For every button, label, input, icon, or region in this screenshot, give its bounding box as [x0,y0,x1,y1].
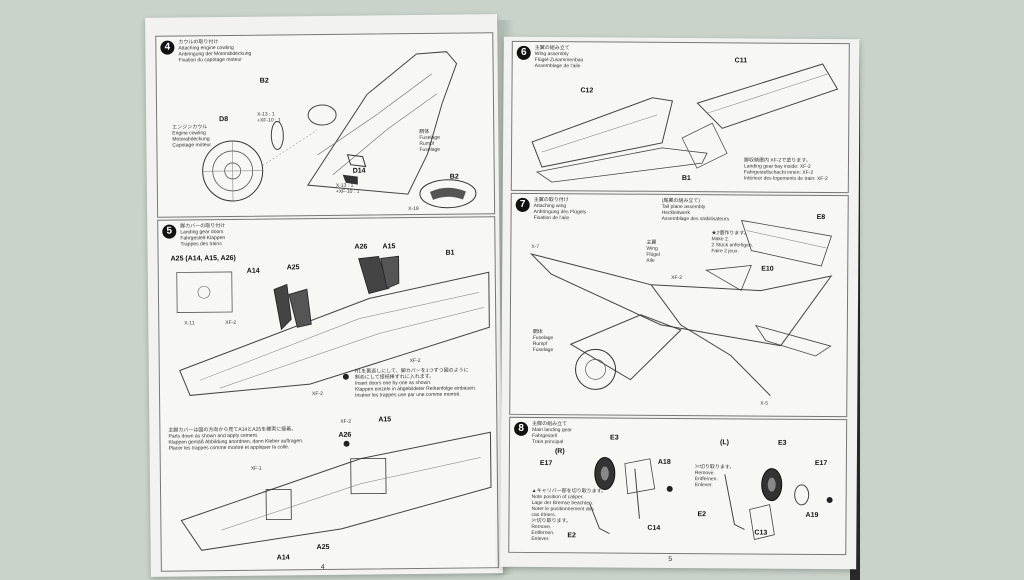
step4-drawing [202,51,477,209]
part-label-r: (R) [554,448,565,456]
right-page-number: 5 [668,555,673,563]
label-xf1: XF-1 [250,465,262,472]
left-page: 4 カウルの取り付け Attaching engine cowling Anbr… [145,14,503,577]
label-xf2: XF-2 [225,319,237,327]
part-label-e8: E8 [816,213,826,222]
part-label-e17: E17 [539,460,553,468]
step7-drawing [529,219,833,396]
part-label-a14-lower: A14 [276,554,290,562]
part-label-d14: D14 [352,167,366,175]
step8-note-remove: ✂切り取ります。 Remove. Entfernen. Enlever. [531,517,572,543]
part-label-e17b: E17 [814,459,828,468]
part-label-a26-lower: A26 [338,431,352,439]
step6-note: 脚収納庫内 XF-2で塗ります。 Landing gear bay inside… [743,157,828,183]
step8-note-hole: ▲キャリバー部を切り取ります。 Note position of caliper… [531,487,607,519]
part-label-a15-lower: A15 [378,416,392,424]
part-label-l: (L) [720,439,730,447]
step5-note1: H1を裏返しにして、脚カバーを1つずつ図のように 斜めにして接続棒ずれに入れます… [354,367,477,399]
part-label-a26: A26 [354,243,368,251]
part-label-c12: C12 [580,87,594,95]
label-xf2: XF-2 [671,274,683,282]
note-x19: X-19 [408,206,419,213]
part-label-a25-lower: A25 [316,543,330,552]
part-label-a25: A25 [286,264,300,272]
part-label-b2: B2 [259,77,269,85]
step8-note-remove2: ✂切り取ります。 Remove. Entfernen. Enlever. [694,464,735,489]
part-label-a14: A14 [246,267,260,275]
step5-drawing [176,255,492,551]
part-label-e3b: E3 [777,439,787,447]
step6-drawing [531,63,839,183]
note-cowling: エンジンカウル Engine cowling Motorabdeckung Ca… [172,124,212,149]
note-x19-bottom: X-13 : 1 +XF-10 : 1 [335,182,360,195]
label-x7: X-7 [531,243,540,251]
part-label-d8: D8 [219,115,229,124]
part-label-c13: C13 [754,529,768,537]
step8-drawing [589,456,833,541]
label-xf2b: XF-2 [409,357,421,365]
label-x11: X-11 [184,320,195,327]
right-page: 6 主翼の組み立て Wing assembly Flügel-Zusammenb… [500,36,860,570]
note-make2: ★2個作ります。 Make 2. 2 Stück anfertigen. Fai… [711,230,754,255]
part-label-b1: B1 [681,175,691,183]
note-x19-top: X-13 : 1 +XF-10 : 1 [257,111,281,124]
part-label-a25-group: A25 (A14, A15, A26) [170,254,236,263]
part-label-e2b: E2 [697,511,707,519]
step5-note2: 主脚カバーは図の方向から見てA14とA25を確実に接着。 Parts down … [168,426,304,452]
label-xf2d: XF-2 [340,418,352,425]
step4-panel: 4 カウルの取り付け Attaching engine cowling Anbr… [155,32,496,218]
part-label-a18: A18 [657,458,671,466]
step8-panel: 8 主脚の組み立て Main landing gear Fahrgestell … [508,416,848,556]
note-wing: 主翼 Wing Flügel Aile [646,239,660,264]
note-fuselage: 胴体 Fuselage Rumpf Fuselage [419,128,441,153]
step7-panel: 7 主翼の取り付け Attaching wing Anbringung des … [509,192,849,418]
part-label-a15: A15 [382,243,396,251]
label-x5: X-5 [760,400,769,407]
part-label-a19: A19 [805,511,819,519]
label-xf2c: XF-2 [312,391,323,398]
note-fuselage: 胴体 Fuselage Rumpf Fuselage [532,328,554,354]
part-label-b2-detail: B2 [449,173,459,181]
left-page-number: 4 [320,564,325,572]
part-label-b1: B1 [445,249,455,257]
part-label-e10: E10 [761,265,774,273]
part-label-e3: E3 [610,434,619,442]
step6-panel: 6 主翼の組み立て Wing assembly Flügel-Zusammenb… [510,40,850,194]
part-label-c11: C11 [734,57,748,65]
step5-panel: 5 脚カバーの取り付け Landing gear doors Fahrgeste… [157,216,499,572]
part-label-c14: C14 [647,524,661,532]
